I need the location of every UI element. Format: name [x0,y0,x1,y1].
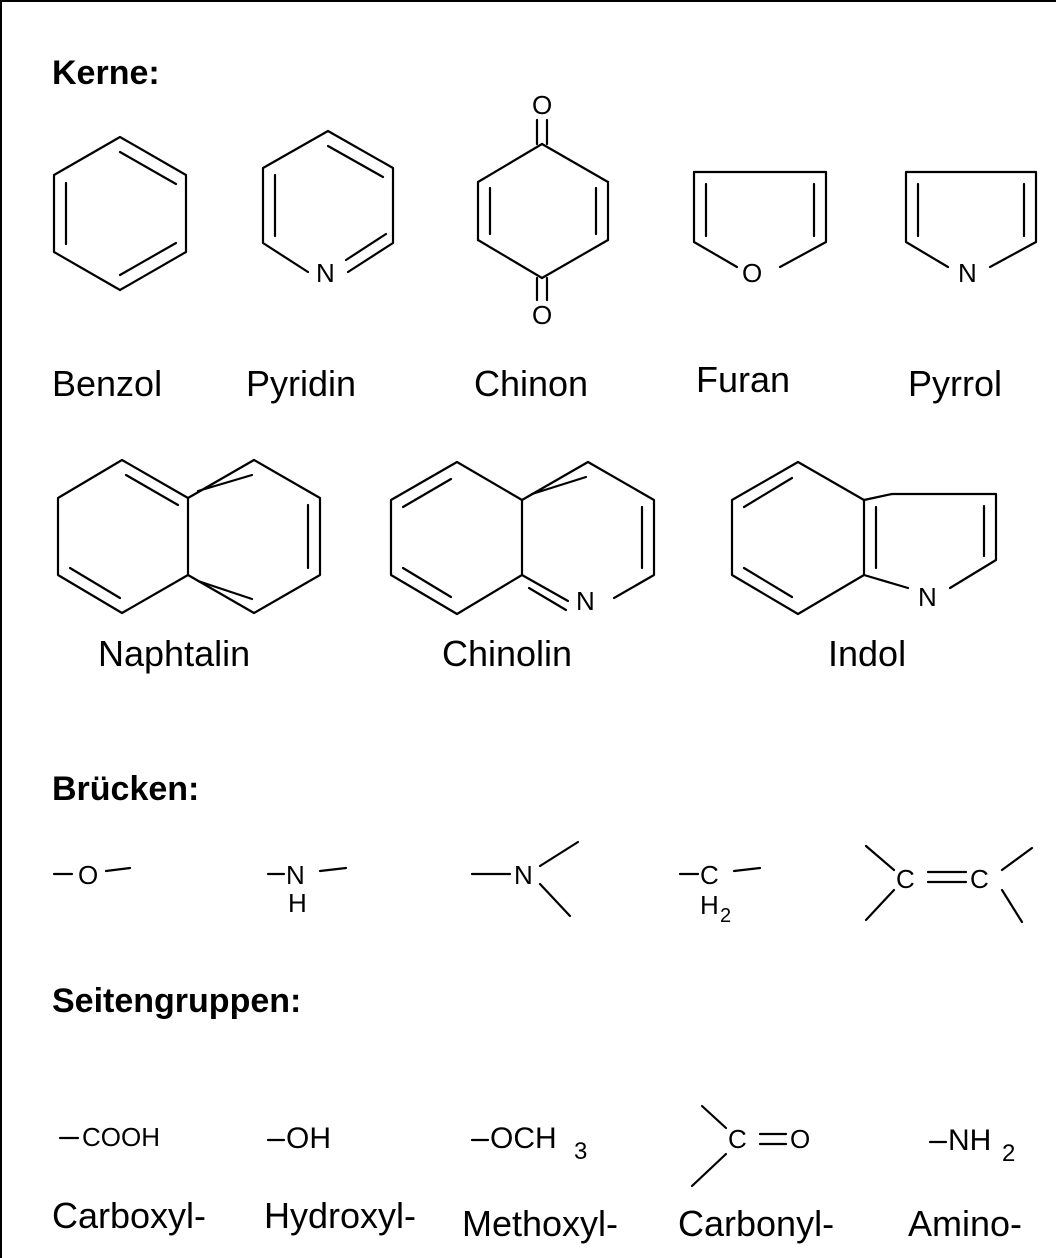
pyrrol-structure: N [904,170,1038,288]
label-methoxyl: Methoxyl- [462,1203,619,1244]
bridge-amine-n-atom: N [286,860,305,890]
label-indol: Indol [828,633,907,674]
bridge-ether: O [52,860,132,890]
formula-amino-subscript: 2 [1002,1140,1016,1167]
bridge-amine: N H [266,860,348,918]
formula-amino: NH [948,1124,992,1157]
chinon-o-top-atom: O [532,90,552,120]
bridge-methylene-h-atom: H [700,890,719,920]
furan-o-atom: O [742,258,762,288]
label-pyridin: Pyridin [246,363,357,404]
formula-carbonyl-c: C [728,1124,747,1154]
label-naphtalin: Naphtalin [98,633,251,674]
label-hydroxyl: Hydroxyl- [264,1195,417,1236]
heading-seitengruppen: Seitengruppen: [52,982,302,1020]
indol-structure: N [730,460,998,616]
bridge-tertiary-amine: N [470,840,580,918]
formula-hydroxyl: OH [286,1122,331,1155]
label-furan: Furan [696,359,791,400]
formula-methoxyl: OCH [490,1122,557,1155]
pyridin-n-atom: N [316,258,335,288]
sidegroup-carbonyl [690,1104,788,1188]
bridge-amine-h-atom: H [288,888,307,918]
bridge-tertiary-n-atom: N [514,860,533,890]
indol-n-atom: N [918,582,937,612]
bridge-alkene-c1-atom: C [896,864,915,894]
furan-structure: O [692,170,828,288]
label-pyrrol: Pyrrol [908,363,1003,404]
label-chinolin: Chinolin [442,633,573,674]
bridge-ether-o-atom: O [78,860,98,890]
label-carboxyl: Carboxyl- [52,1195,207,1236]
bridge-methylene: C H 2 [678,860,762,927]
label-chinon: Chinon [474,363,589,404]
chinon-o-bottom-atom: O [532,300,552,330]
heading-kerne: Kerne: [52,54,160,92]
pyrrol-n-atom: N [958,258,977,288]
label-benzol: Benzol [52,363,163,404]
label-amino: Amino- [908,1203,1023,1244]
label-carbonyl: Carbonyl- [678,1203,835,1244]
pyridin-structure: N [261,129,395,288]
formula-carbonyl-o: O [790,1124,811,1154]
chinolin-n-atom: N [576,586,595,616]
bridge-alkene-c2-atom: C [970,864,989,894]
bridge-methylene-subscript: 2 [720,905,731,927]
bridge-alkene: C C [864,844,1034,924]
chinon-structure: O O [476,90,610,330]
bridge-methylene-c-atom: C [700,860,719,890]
formula-carboxyl: COOH [82,1122,160,1152]
heading-bruecken: Brücken: [52,770,200,808]
naphtalin-structure [56,458,322,615]
chinolin-structure: N [389,460,656,616]
benzol-structure [52,135,188,292]
formula-methoxyl-subscript: 3 [574,1138,588,1165]
